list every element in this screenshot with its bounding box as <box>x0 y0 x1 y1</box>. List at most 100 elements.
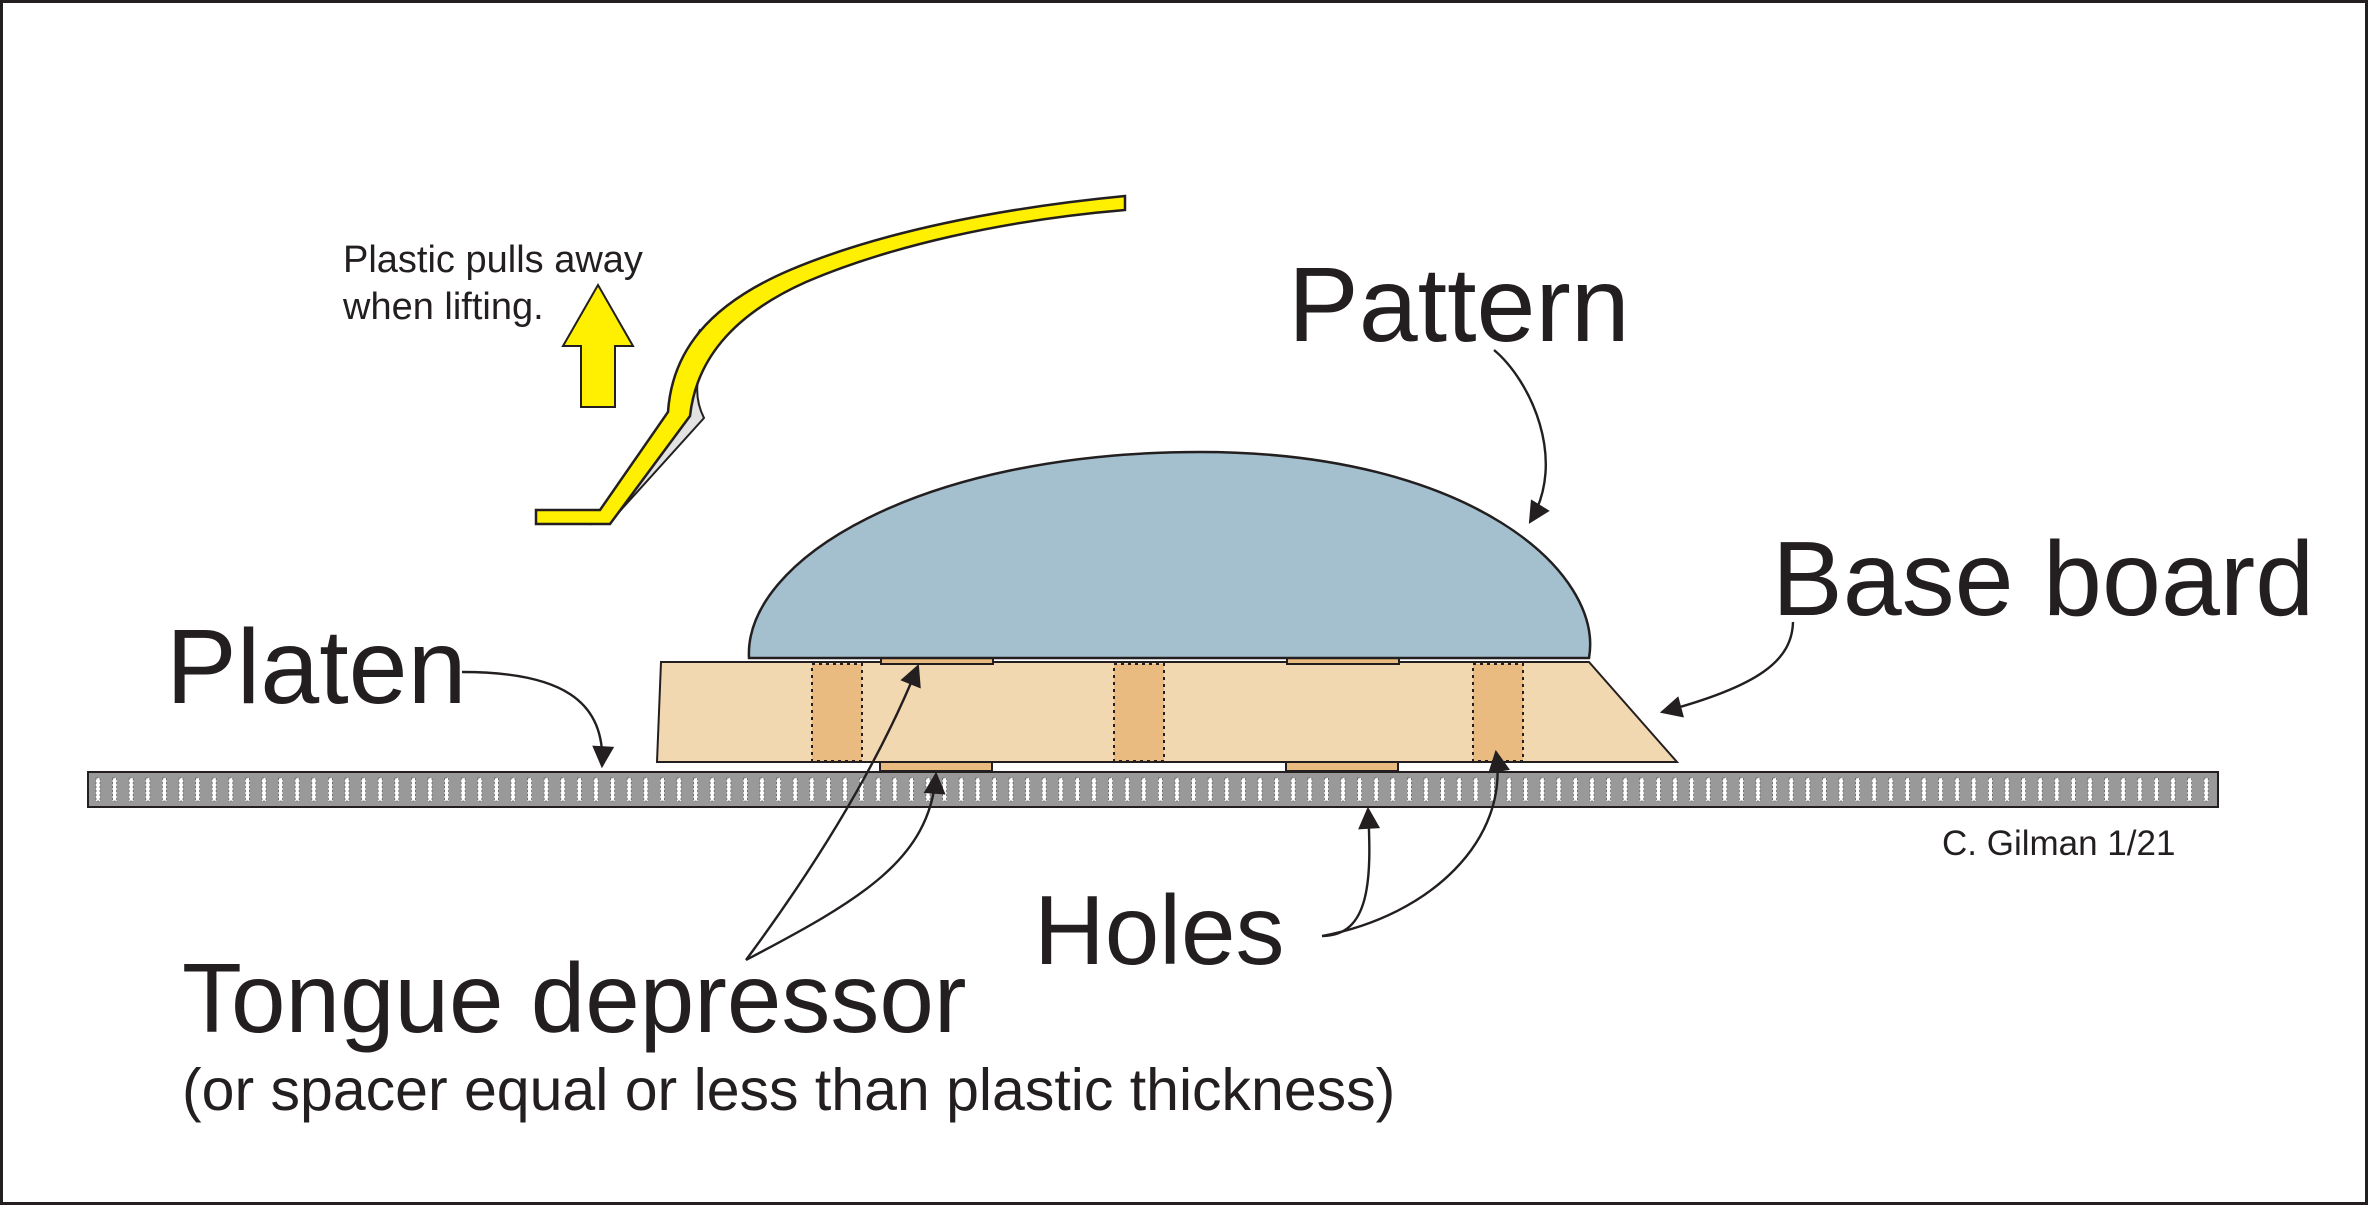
holes-label: Holes <box>1034 875 1285 985</box>
spacers <box>879 654 1400 772</box>
platen-hole <box>1672 777 1678 802</box>
spacer-bottom-right <box>1285 761 1399 772</box>
platen-hole <box>1075 777 1080 802</box>
platen-hole <box>842 777 848 802</box>
platen-hole <box>610 777 615 802</box>
platen-hole <box>1025 777 1030 802</box>
platen-hole <box>2021 777 2026 802</box>
platen-leader <box>461 670 615 769</box>
platen-hole <box>1539 777 1545 802</box>
up-arrow-icon <box>561 282 635 408</box>
platen-hole <box>1174 777 1180 802</box>
platen-hole <box>477 777 483 802</box>
platen-hole <box>958 777 964 802</box>
platen-hole <box>1473 777 1479 802</box>
platen-hole <box>410 777 416 802</box>
platen-hole <box>211 777 217 802</box>
platen-hole <box>2087 777 2093 802</box>
platen-hole <box>1191 777 1196 802</box>
platen-hole <box>444 777 450 802</box>
platen-hole <box>809 777 815 802</box>
platen-hole <box>2120 777 2126 802</box>
platen-hole <box>1556 777 1562 802</box>
platen-hole <box>2170 777 2176 802</box>
platen-hole <box>2203 777 2209 802</box>
platen-hole <box>427 777 433 802</box>
platen-hole <box>2070 777 2076 802</box>
platen-hole <box>1124 777 1130 802</box>
platen-hole <box>676 777 682 802</box>
platen-hole <box>1141 777 1147 802</box>
platen-hole <box>2037 777 2043 802</box>
base-board-leader <box>1659 621 1795 718</box>
platen-hole <box>1340 777 1346 802</box>
platen-hole <box>493 777 499 802</box>
tongue-leader-top <box>745 663 921 961</box>
platen-hole <box>1938 777 1943 802</box>
platen-hole <box>1008 777 1014 802</box>
pattern-label: Pattern <box>1288 246 1630 364</box>
platen-hole <box>1705 777 1711 802</box>
holes-leader-right <box>1321 749 1510 938</box>
platen-hole <box>975 777 981 802</box>
platen-hole <box>178 777 184 802</box>
platen-hole <box>776 777 781 802</box>
base-board-hole-1 <box>811 663 863 762</box>
plastic-sheet-strip <box>534 194 1127 526</box>
platen-hole <box>593 777 599 802</box>
platen-hole <box>1689 777 1694 802</box>
platen-hole <box>1871 777 1877 802</box>
platen-hole <box>1490 777 1495 802</box>
platen-hole <box>1589 777 1595 802</box>
platen-hole <box>2137 777 2143 802</box>
platen-hole <box>726 777 732 802</box>
platen-hole <box>859 777 864 802</box>
holes-leader-left <box>1321 806 1381 938</box>
plastic-sheet <box>534 194 1127 526</box>
platen-hole <box>1390 777 1396 802</box>
platen-hole <box>1573 777 1578 802</box>
platen-hole <box>560 777 566 802</box>
platen-hole <box>992 777 997 802</box>
platen-hole <box>244 777 250 802</box>
platen-hole <box>925 777 931 802</box>
platen-bar <box>87 771 2219 808</box>
platen-hole <box>660 777 665 802</box>
platen-hole <box>2104 777 2110 802</box>
tongue-depressor-note: (or spacer equal or less than plastic th… <box>182 1057 1395 1123</box>
platen-hole <box>1207 777 1213 802</box>
platen-hole <box>759 777 765 802</box>
platen-hole <box>2153 777 2159 802</box>
platen-hole <box>709 777 715 802</box>
platen-hole <box>228 777 234 802</box>
platen-hole <box>1158 777 1163 802</box>
platen-hole <box>344 777 350 802</box>
platen-hole <box>278 777 284 802</box>
platen-hole <box>1041 777 1047 802</box>
pattern-leader <box>1493 349 1550 524</box>
platen-hole <box>394 777 400 802</box>
platen-hole <box>261 777 267 802</box>
platen-hole <box>826 777 831 802</box>
platen-hole <box>643 777 649 802</box>
platen-hole <box>294 777 300 802</box>
platen-hole <box>1656 777 1661 802</box>
platen-hole <box>1888 777 1894 802</box>
platen-hole <box>1838 777 1844 802</box>
platen-hole <box>145 777 151 802</box>
platen-hole <box>1722 777 1728 802</box>
platen-hole <box>577 777 582 802</box>
platen-hole <box>543 777 549 802</box>
platen-hole <box>1739 777 1744 802</box>
platen-hole <box>875 777 881 802</box>
platen-hole <box>1357 777 1362 802</box>
platen-hole <box>1440 777 1445 802</box>
platen-hole <box>361 777 367 802</box>
platen-hole <box>128 777 134 802</box>
platen-hole <box>1921 777 1927 802</box>
platen-hole <box>1622 777 1628 802</box>
platen-hole <box>460 777 466 802</box>
platen-label: Platen <box>166 608 467 726</box>
